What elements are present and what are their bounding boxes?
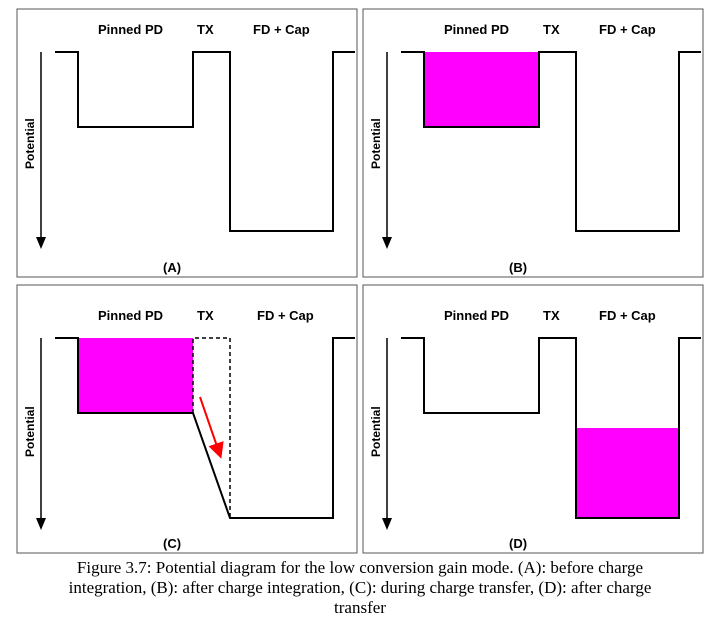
panel-label: (B): [509, 260, 527, 275]
axis-arrowhead: [36, 237, 46, 249]
tx-label: TX: [197, 308, 214, 323]
panel-border: [16, 8, 358, 278]
potential-axis-label: Potential: [23, 118, 37, 169]
potential-axis-label: Potential: [23, 406, 37, 457]
caption-line-2: integration, (B): after charge integrati…: [68, 578, 652, 597]
tx-label: TX: [543, 22, 560, 37]
axis-arrowhead: [382, 237, 392, 249]
tx-barrier-dashed: [192, 337, 231, 518]
fd-cap-label: FD + Cap: [257, 308, 314, 323]
axis-arrowhead: [382, 518, 392, 530]
pinned-pd-label: Pinned PD: [98, 308, 163, 323]
panel-label: (A): [163, 260, 181, 275]
figure-3-7: Pinned PD TX FD + Cap Potential (A) Pinn…: [16, 8, 704, 554]
potential-profile: [55, 337, 355, 519]
panel-d: Pinned PD TX FD + Cap Potential (D): [362, 284, 704, 554]
panel-label: (D): [509, 536, 527, 551]
pinned-pd-label: Pinned PD: [444, 308, 509, 323]
charge-packet: [78, 338, 193, 413]
tx-label: TX: [543, 308, 560, 323]
panel-c: Pinned PD TX FD + Cap Potential (C): [16, 284, 358, 554]
panel-b: Pinned PD TX FD + Cap Potential (B): [362, 8, 704, 278]
pinned-pd-label: Pinned PD: [98, 22, 163, 37]
tx-label: TX: [197, 22, 214, 37]
axis-arrowhead: [36, 518, 46, 530]
charge-transfer-arrow: [199, 396, 224, 459]
potential-axis-label: Potential: [369, 406, 383, 457]
potential-profile: [55, 51, 355, 232]
figure-caption: Figure 3.7: Potential diagram for the lo…: [0, 558, 720, 618]
charge-packet: [424, 52, 539, 127]
pinned-pd-label: Pinned PD: [444, 22, 509, 37]
panel-label: (C): [163, 536, 181, 551]
panel-border: [16, 284, 358, 554]
caption-line-1: Figure 3.7: Potential diagram for the lo…: [76, 558, 644, 577]
potential-axis-label: Potential: [369, 118, 383, 169]
panel-a: Pinned PD TX FD + Cap Potential (A): [16, 8, 358, 278]
potential-profile: [401, 51, 701, 232]
fd-cap-label: FD + Cap: [599, 22, 656, 37]
potential-profile: [401, 337, 701, 519]
panel-border: [362, 284, 704, 554]
panel-border: [362, 8, 704, 278]
caption-line-3: transfer: [334, 598, 386, 617]
charge-packet: [576, 428, 679, 518]
fd-cap-label: FD + Cap: [253, 22, 310, 37]
fd-cap-label: FD + Cap: [599, 308, 656, 323]
